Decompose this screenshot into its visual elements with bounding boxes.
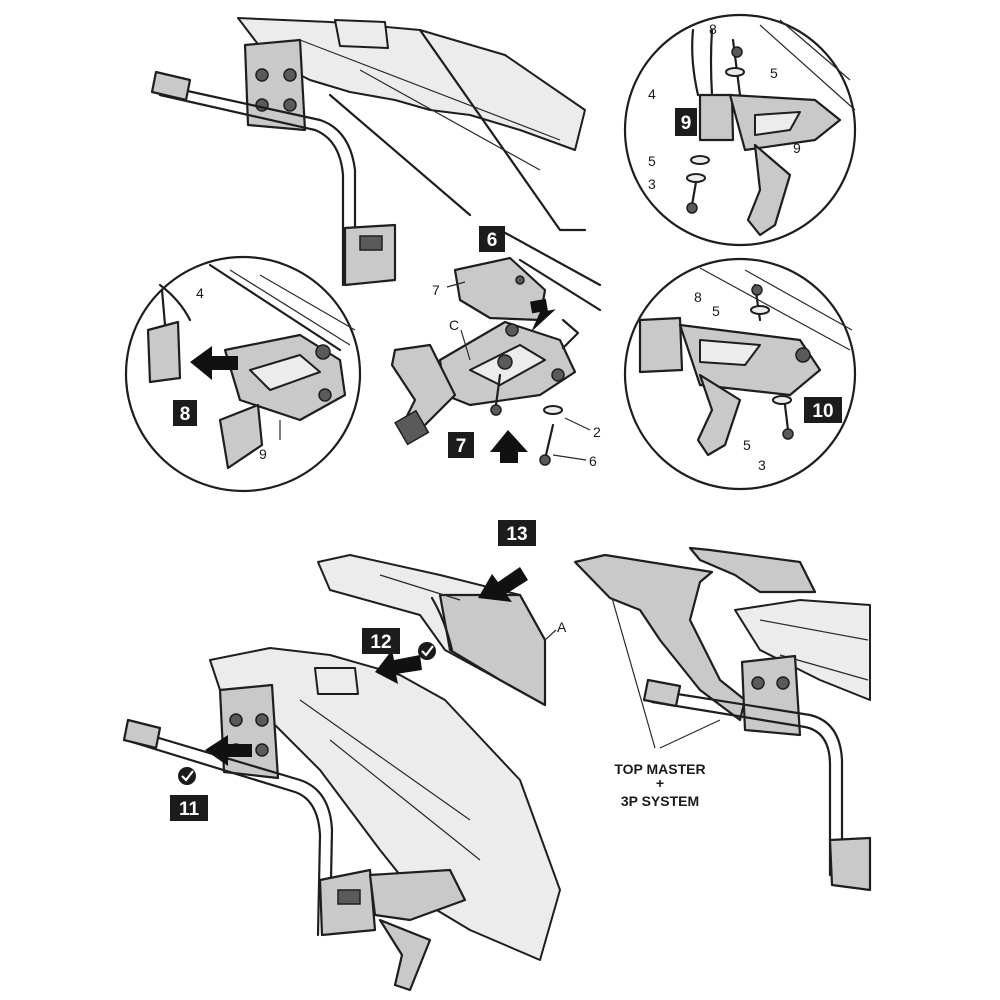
arrow-icon <box>375 650 422 684</box>
rack-foot <box>146 320 182 384</box>
svg-text:9: 9 <box>681 113 692 134</box>
side-rack-tube <box>130 728 334 937</box>
rack-foot <box>638 316 684 374</box>
middle-exploded-view <box>390 228 602 466</box>
callout-5-bottom: 5 <box>743 437 751 453</box>
callout-5-top: 5 <box>770 65 778 81</box>
side-rack-plate <box>740 654 802 737</box>
side-rack-tube <box>650 688 844 877</box>
svg-text:7: 7 <box>456 436 467 457</box>
detail-circle-step-8 <box>124 255 362 493</box>
svg-text:TOP MASTER: TOP MASTER <box>614 761 705 777</box>
svg-text:13: 13 <box>506 524 527 545</box>
svg-text:12: 12 <box>370 632 391 653</box>
step-12-marker: 12 <box>362 628 400 654</box>
callout-3-top: 3 <box>648 176 656 192</box>
svg-text:10: 10 <box>812 401 833 422</box>
check-icon <box>418 642 436 660</box>
callout-9-right: 9 <box>793 140 801 156</box>
svg-text:6: 6 <box>487 230 498 251</box>
bolt-left <box>494 373 502 407</box>
rack-foot <box>698 93 735 142</box>
callout-c: C <box>449 317 459 333</box>
callout-5-mid: 5 <box>712 303 720 319</box>
callout-4-left: 4 <box>196 285 204 301</box>
arrow-icon <box>190 346 238 380</box>
side-rack-tube <box>158 83 357 287</box>
detail-circle-step-10 <box>623 257 857 491</box>
svg-text:3P SYSTEM: 3P SYSTEM <box>621 793 699 809</box>
svg-text:11: 11 <box>179 799 200 820</box>
arrow-icon <box>205 735 252 766</box>
arrow-icon <box>490 430 528 463</box>
step-6-marker: 6 <box>479 226 505 252</box>
callout-8-lower: 8 <box>694 289 702 305</box>
callout-3-bottom: 3 <box>758 457 766 473</box>
top-bracket <box>334 19 389 49</box>
arrow-icon <box>530 298 556 332</box>
bottom-left-assembly-view <box>122 554 561 992</box>
callout-a: A <box>557 619 567 635</box>
callout-5-lower: 5 <box>648 153 656 169</box>
bottom-right-top-master-view <box>573 546 872 892</box>
step-9-marker: 9 <box>675 108 697 136</box>
callout-4-right: 4 <box>648 86 656 102</box>
callout-7: 7 <box>432 282 440 298</box>
detail-circle-step-9 <box>623 13 857 247</box>
step-13-marker: 13 <box>498 520 536 546</box>
top-master-caption: TOP MASTER + 3P SYSTEM <box>614 761 705 809</box>
callout-2: 2 <box>593 424 601 440</box>
step-7-marker: 7 <box>448 432 474 458</box>
svg-text:+: + <box>656 775 664 791</box>
step-8-marker: 8 <box>173 400 197 426</box>
top-left-rack-view <box>150 17 587 287</box>
seat-part-a <box>438 593 547 707</box>
step-11-marker: 11 <box>170 795 208 821</box>
callout-6: 6 <box>589 453 597 469</box>
bolt-right <box>544 423 555 457</box>
svg-text:8: 8 <box>180 404 191 425</box>
step-10-marker: 10 <box>804 397 842 423</box>
callout-8-top: 8 <box>709 21 717 37</box>
tail-fairing <box>237 17 586 151</box>
check-icon <box>178 767 196 785</box>
callout-9-left: 9 <box>259 446 267 462</box>
arrow-icon <box>478 567 528 602</box>
